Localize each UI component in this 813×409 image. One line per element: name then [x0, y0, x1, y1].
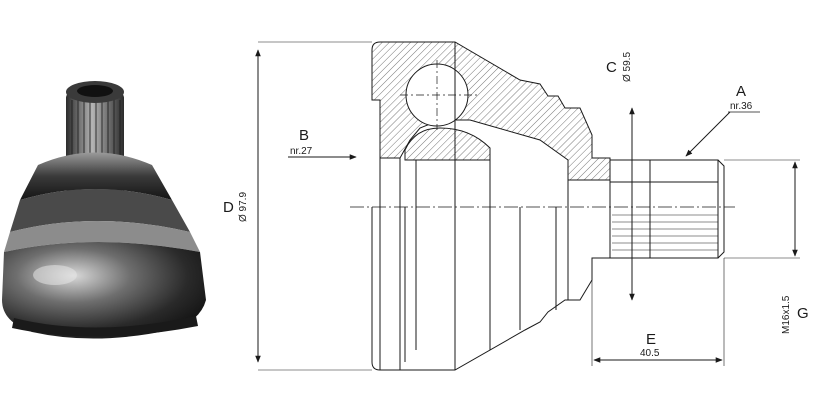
label-c-letter: C: [606, 59, 617, 76]
label-g-value: M16x1.5: [781, 295, 792, 334]
label-b-letter: B: [299, 127, 309, 144]
stub-shaft: [609, 159, 719, 259]
label-e-value: 40.5: [640, 348, 660, 359]
label-a-value: nr.36: [730, 101, 753, 112]
label-e-letter: E: [646, 331, 656, 348]
technical-drawing: A nr.36 B nr.27 C Ø 59.5 D Ø 97.9 E 40.5…: [223, 41, 809, 371]
bell-outline-lower: [371, 207, 611, 371]
inner-race: [404, 127, 491, 161]
label-a-letter: A: [736, 83, 746, 100]
product-photo: [2, 81, 206, 339]
leader-a: [685, 111, 731, 157]
label-d-letter: D: [223, 199, 234, 216]
cv-joint-image: [2, 81, 206, 339]
label-c-value: Ø 59.5: [622, 52, 633, 82]
label-d-value: Ø 97.9: [238, 192, 249, 222]
shaft-splines: [612, 214, 718, 251]
label-g-letter: G: [797, 305, 809, 322]
label-b-value: nr.27: [290, 146, 313, 157]
